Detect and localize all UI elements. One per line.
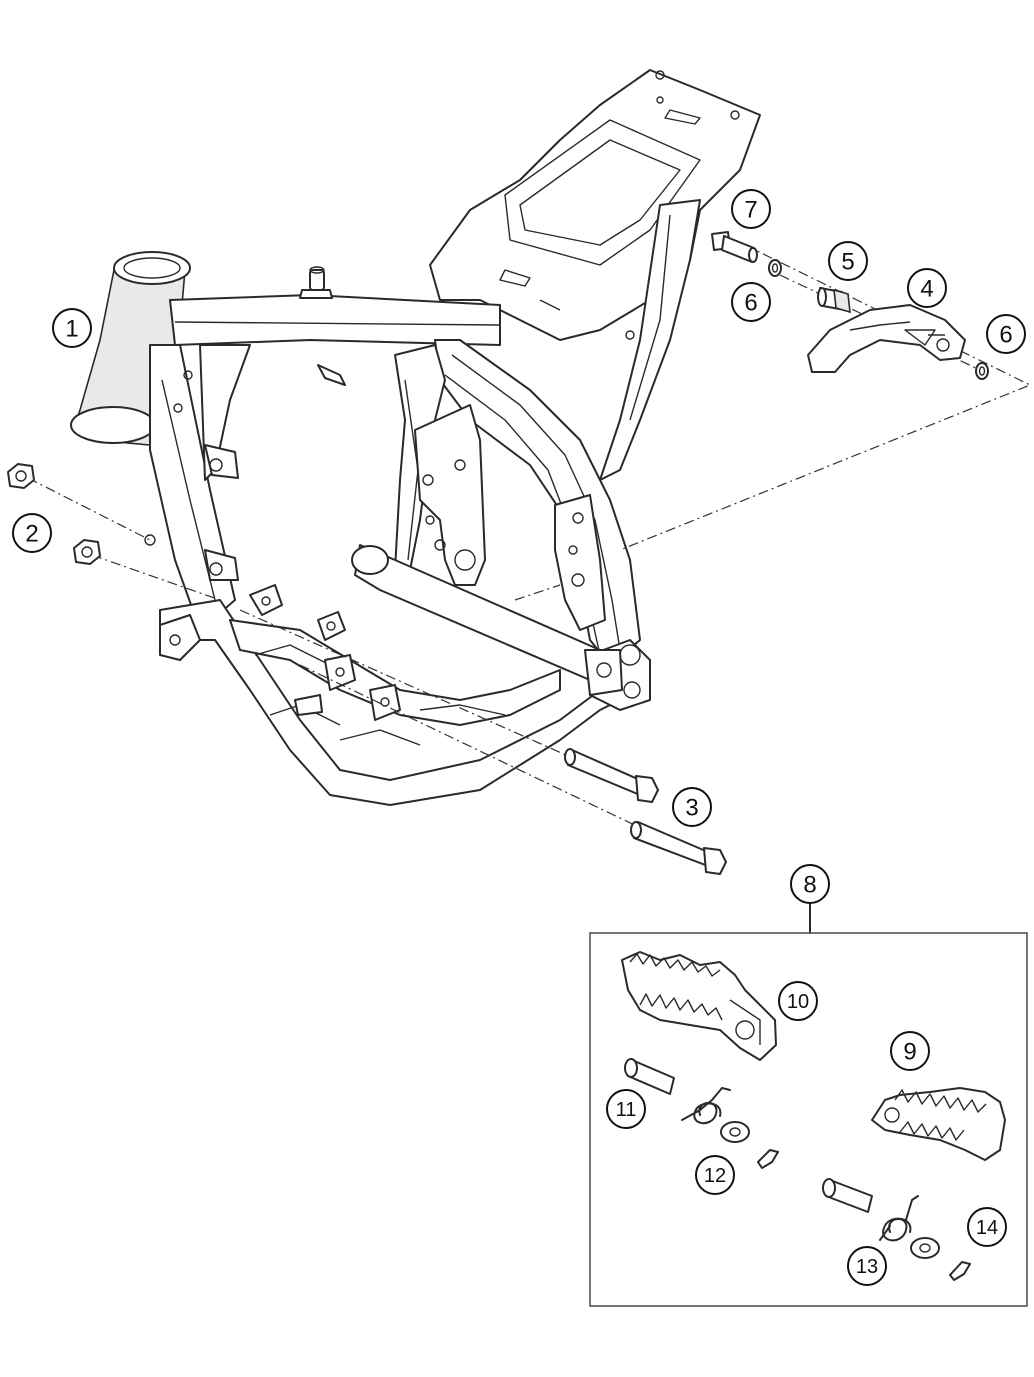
callout-9: 9 (890, 1031, 930, 1071)
svg-text:5: 5 (841, 249, 854, 276)
callout-14: 14 (967, 1207, 1007, 1247)
callout-11: 11 (606, 1089, 646, 1129)
svg-text:13: 13 (856, 1256, 878, 1278)
callout-7: 7 (731, 189, 771, 229)
footpeg-left-part (871, 1087, 1006, 1161)
frame-drawing (70, 69, 761, 806)
spring-part (681, 1087, 919, 1242)
side-stand-part (807, 304, 966, 373)
callout-6b: 6 (986, 314, 1026, 354)
callout-13: 13 (847, 1246, 887, 1286)
nut-part (7, 463, 101, 565)
bolt-part (564, 748, 727, 875)
svg-text:1: 1 (65, 316, 78, 343)
svg-text:11: 11 (616, 1099, 637, 1121)
svg-text:7: 7 (744, 197, 757, 224)
svg-text:2: 2 (25, 521, 38, 548)
callout-5: 5 (828, 241, 868, 281)
callout-8: 8 (790, 864, 830, 904)
footpeg-kit-box (589, 902, 1028, 1307)
svg-text:6: 6 (744, 290, 757, 317)
spacer-bushing-part (817, 287, 851, 314)
washer-clip-part (720, 1121, 971, 1281)
swingarm-plates (414, 404, 606, 631)
callout-6a: 6 (731, 282, 771, 322)
svg-text:9: 9 (903, 1039, 916, 1066)
callout-1: 1 (52, 308, 92, 348)
svg-text:14: 14 (976, 1217, 998, 1239)
svg-text:12: 12 (704, 1165, 726, 1187)
svg-text:6: 6 (999, 322, 1012, 349)
svg-text:3: 3 (685, 795, 698, 822)
callout-10: 10 (778, 981, 818, 1021)
callout-12: 12 (695, 1155, 735, 1195)
washer-part (768, 259, 989, 380)
callout-2: 2 (12, 513, 52, 553)
footpeg-right-part (621, 951, 777, 1061)
svg-text:8: 8 (803, 872, 816, 899)
callout-4: 4 (907, 268, 947, 308)
callout-3: 3 (672, 787, 712, 827)
engine-mount-tabs (204, 444, 239, 581)
footpeg-pin-part (624, 1058, 873, 1213)
svg-text:4: 4 (920, 276, 933, 303)
svg-text:10: 10 (787, 991, 809, 1013)
shoulder-bolt-part (711, 231, 758, 263)
